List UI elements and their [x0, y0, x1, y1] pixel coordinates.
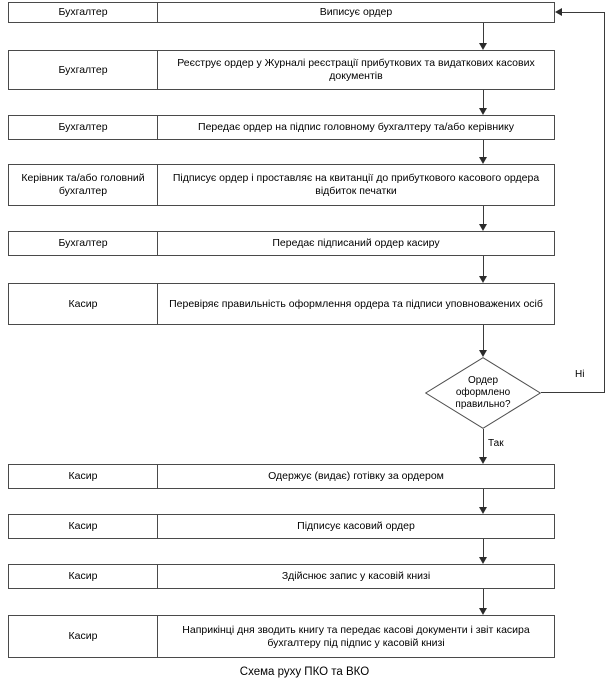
step-actor: Бухгалтер — [9, 3, 158, 22]
process-step-5: Бухгалтер Передає підписаний ордер касир… — [8, 231, 555, 256]
step-action: Перевіряє правильність оформлення ордера… — [169, 297, 543, 310]
process-step-7: Касир Одержує (видає) готівку за ордером — [8, 464, 555, 489]
step-actor: Керівник та/або головний бухгалтер — [9, 165, 158, 205]
connector-step7-step8 — [483, 489, 484, 507]
step-actor: Касир — [9, 565, 158, 588]
step-action: Здійснює запис у касовій книзі — [281, 570, 431, 582]
decision-line-2: оформлено — [455, 387, 511, 398]
step-action: Виписує ордер — [319, 6, 393, 18]
arrow-feedback-to-step1 — [555, 8, 562, 16]
step-action: Одержує (видає) готівку за ордером — [268, 470, 444, 482]
arrow-step4-step5 — [479, 224, 487, 231]
process-step-9: Касир Здійснює запис у касовій книзі — [8, 564, 555, 589]
arrow-step2-step3 — [479, 108, 487, 115]
connector-step3-step4 — [483, 140, 484, 157]
step-actor: Касир — [9, 616, 158, 657]
feedback-segment-vertical — [604, 12, 605, 393]
connector-step8-step9 — [483, 539, 484, 557]
edge-label-no: Ні — [575, 369, 585, 380]
connector-decision-yes — [483, 429, 484, 457]
decision-text: Ордер оформлено правильно? — [425, 357, 541, 429]
process-step-3: Бухгалтер Передає ордер на підпис головн… — [8, 115, 555, 140]
connector-step9-step10 — [483, 589, 484, 608]
step-action: Підписує ордер і проставляє на квитанції… — [172, 172, 540, 197]
step-actor: Бухгалтер — [9, 232, 158, 255]
feedback-segment-from-diamond — [541, 392, 605, 393]
connector-step1-step2 — [483, 23, 484, 43]
step-actor: Касир — [9, 465, 158, 488]
step-actor: Бухгалтер — [9, 116, 158, 139]
diagram-caption: Схема руху ПКО та ВКО — [239, 666, 370, 678]
connector-step6-decision — [483, 325, 484, 350]
arrow-step6-decision — [479, 350, 487, 357]
step-action: Передає ордер на підпис головному бухгал… — [198, 121, 514, 133]
process-step-8: Касир Підписує касовий ордер — [8, 514, 555, 539]
decision-line-3: правильно? — [455, 399, 511, 410]
arrow-step9-step10 — [479, 608, 487, 615]
arrow-step1-step2 — [479, 43, 487, 50]
process-step-1: Бухгалтер Виписує ордер — [8, 2, 555, 23]
step-actor: Касир — [9, 284, 158, 324]
edge-label-yes: Так — [488, 438, 504, 449]
decision-line-1: Ордер — [467, 375, 499, 386]
arrow-step3-step4 — [479, 157, 487, 164]
arrow-step7-step8 — [479, 507, 487, 514]
decision-node: Ордер оформлено правильно? — [425, 357, 541, 429]
arrow-step8-step9 — [479, 557, 487, 564]
feedback-segment-to-step1 — [562, 12, 605, 13]
connector-step2-step3 — [483, 90, 484, 108]
step-actor: Касир — [9, 515, 158, 538]
process-step-4: Керівник та/або головний бухгалтер Підпи… — [8, 164, 555, 206]
connector-step5-step6 — [483, 256, 484, 276]
arrow-step5-step6 — [479, 276, 487, 283]
step-actor: Бухгалтер — [9, 51, 158, 89]
step-action: Передає підписаний ордер касиру — [272, 237, 440, 249]
step-action: Реєструє ордер у Журналі реєстрації приб… — [177, 57, 535, 82]
diamond-shape — [425, 357, 541, 429]
process-step-2: Бухгалтер Реєструє ордер у Журналі реєст… — [8, 50, 555, 90]
step-action: Наприкінці дня зводить книгу та передає … — [182, 623, 530, 649]
step-action: Підписує касовий ордер — [297, 520, 415, 532]
connector-step4-step5 — [483, 206, 484, 224]
arrow-decision-yes — [479, 457, 487, 464]
process-step-10: Касир Наприкінці дня зводить книгу та пе… — [8, 615, 555, 658]
process-step-6: Касир Перевіряє правильність оформлення … — [8, 283, 555, 325]
